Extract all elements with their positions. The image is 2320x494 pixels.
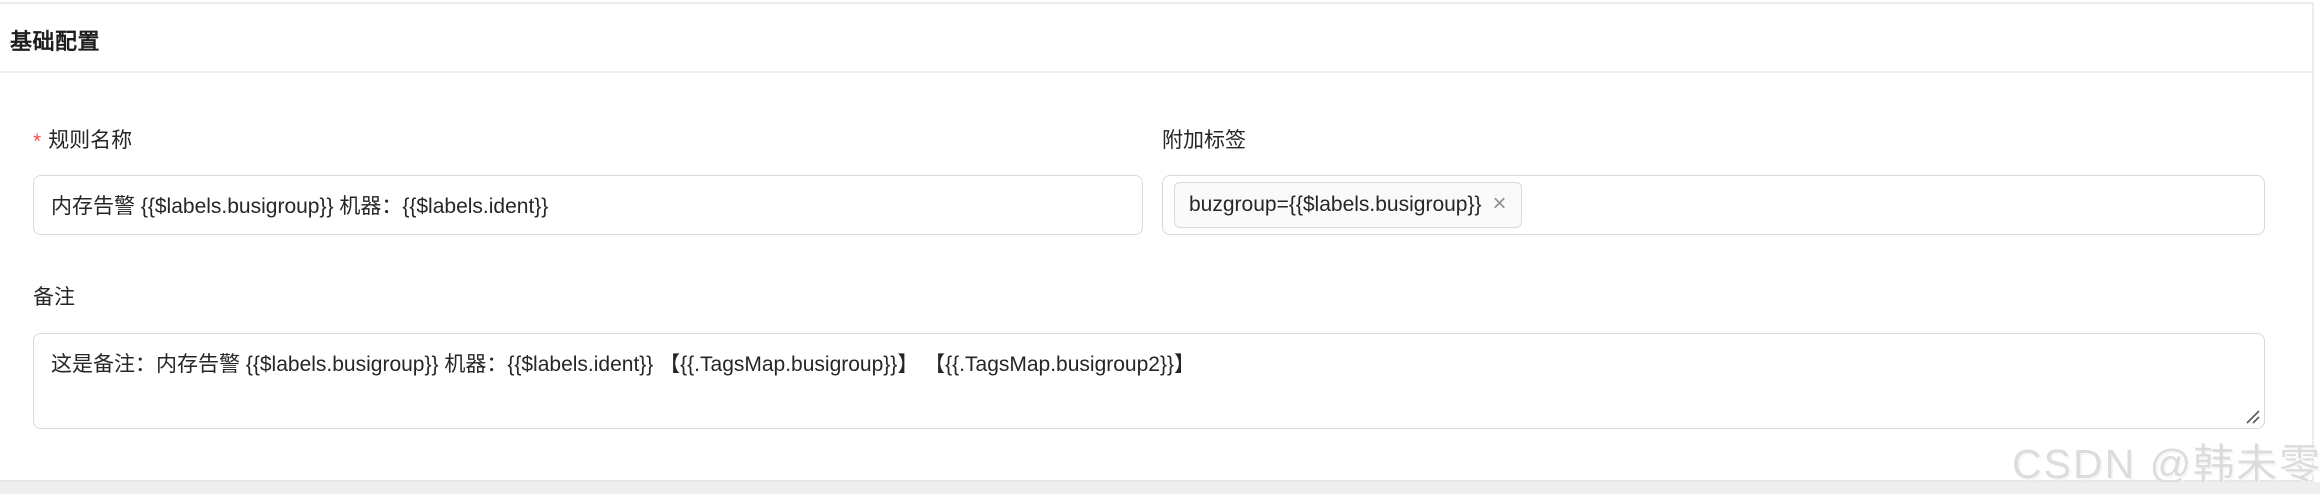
note-label-text: 备注 [33,286,75,309]
append-tags-label-text: 附加标签 [1162,129,1246,152]
rule-name-label-text: 规则名称 [48,129,133,152]
note-label: 备注 [33,281,75,311]
append-tags-input[interactable]: buzgroup={{$labels.busigroup}} × [1162,175,2265,235]
tag-close-icon[interactable]: × [1492,190,1507,217]
resize-handle-icon[interactable] [2244,408,2261,425]
section-divider [0,71,2313,73]
append-tags-label: 附加标签 [1162,124,1246,154]
rule-name-input[interactable] [33,175,1143,235]
tag-chip-text: buzgroup={{$labels.busigroup}} [1189,193,1482,216]
required-asterisk: * [33,129,42,153]
section-title: 基础配置 [10,29,101,54]
note-textarea-wrap: 这是备注：内存告警 {{$labels.busigroup}} 机器：{{$la… [33,333,2265,429]
note-textarea[interactable]: 这是备注：内存告警 {{$labels.busigroup}} 机器：{{$la… [33,333,2265,429]
tag-chip: buzgroup={{$labels.busigroup}} × [1174,182,1522,228]
page-background-strip [0,482,2320,494]
rule-name-label: * 规则名称 [33,124,132,154]
